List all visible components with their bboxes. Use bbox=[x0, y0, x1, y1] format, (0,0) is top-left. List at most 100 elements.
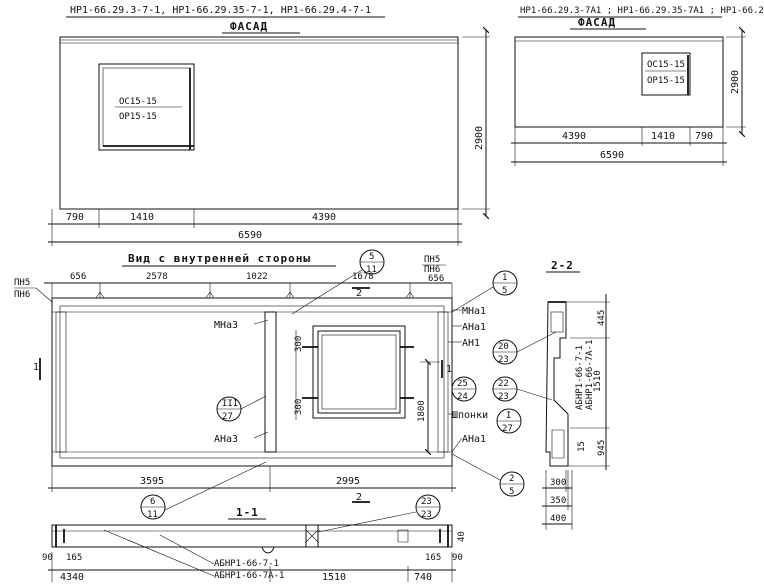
facade-right-window bbox=[641, 52, 691, 96]
inner-shponki: Шпонки bbox=[452, 410, 488, 421]
svg-text:5: 5 bbox=[502, 286, 507, 296]
section-2-2-d945: 945 bbox=[597, 440, 607, 456]
section-1-1-d90-right: 90 bbox=[452, 553, 463, 563]
facade-right-oc: ОС15-15 bbox=[647, 60, 685, 70]
section-1-1-label1: АБНР1-66-7-1 bbox=[214, 559, 279, 569]
callout-I-27: I 27 bbox=[496, 408, 522, 434]
facade-right-d4390: 4390 bbox=[562, 131, 586, 142]
section-1-1-d4340: 4340 bbox=[60, 572, 84, 583]
facade-left-d1410: 1410 bbox=[130, 212, 154, 223]
svg-text:27: 27 bbox=[222, 412, 233, 422]
facade-right-panel bbox=[514, 36, 724, 128]
inner-v1800: 1800 bbox=[417, 400, 427, 422]
section-1-1-d165-left: 165 bbox=[66, 553, 82, 563]
callout-1-5: 1 5 bbox=[451, 270, 518, 313]
section-2-2-profile bbox=[545, 301, 569, 467]
callouts: 5 11 1 5 25 24 I 27 III 27 bbox=[140, 249, 557, 533]
callout-20-23: 20 23 bbox=[492, 331, 557, 365]
inner-ana1b: АНа1 bbox=[462, 434, 486, 445]
inner-v300b: 300 bbox=[294, 399, 304, 415]
section-1-1-label2: АБНР1-66-7А-1 bbox=[214, 571, 284, 581]
facade-right-total: 6590 bbox=[600, 150, 624, 161]
section-2-2-d445: 445 bbox=[597, 310, 607, 326]
callout-25-24: 25 24 bbox=[451, 376, 477, 402]
inner-top-d1678: 1678 bbox=[352, 272, 374, 282]
svg-text:1: 1 bbox=[502, 273, 507, 283]
section-2-2-w350: 350 bbox=[550, 496, 566, 506]
facade-left-panel bbox=[59, 36, 459, 210]
section-2-2-d1510: 1510 bbox=[593, 370, 603, 392]
inner-pn6-right: ПН6 bbox=[424, 265, 440, 275]
callout-5-11: 5 11 bbox=[291, 249, 385, 315]
svg-text:27: 27 bbox=[502, 424, 513, 434]
svg-text:22: 22 bbox=[498, 379, 509, 389]
facade-right-d1410: 1410 bbox=[651, 131, 675, 142]
facade-right-op: ОР15-15 bbox=[647, 76, 685, 86]
header-right-marks: НР1-66.29.3-7А1 ; НР1-66.29.35-7А1 ; НР1… bbox=[518, 6, 764, 18]
facade-right-d790: 790 bbox=[695, 131, 713, 142]
section-1-1-d1510: 1510 bbox=[322, 572, 346, 583]
svg-text:23: 23 bbox=[421, 497, 432, 507]
section-2-2: 2-2 АБНР1-66-7-1 АБНР1-66-7А-1 1510 445 … bbox=[542, 259, 610, 530]
facade-right-height: 2900 bbox=[730, 70, 741, 94]
inner-mna3: МНа3 bbox=[214, 320, 238, 331]
inner-top-d656a: 656 bbox=[70, 272, 86, 282]
section-1-1-d40: 40 bbox=[457, 531, 467, 542]
facade-left-d790: 790 bbox=[66, 212, 84, 223]
left-marks-text: НР1-66.29.3-7-1, НР1-66.29.35-7-1, НР1-6… bbox=[70, 5, 371, 16]
facade-left-op: ОР15-15 bbox=[119, 112, 157, 122]
svg-text:24: 24 bbox=[457, 392, 468, 402]
svg-text:6: 6 bbox=[150, 497, 155, 507]
facade-right: ФАСАД ОС15-15 ОР15-15 2900 4390 1410 790… bbox=[511, 16, 746, 166]
inner-top-d1022: 1022 bbox=[246, 272, 268, 282]
inner-mark-1-left: 1 bbox=[33, 362, 39, 373]
svg-text:23: 23 bbox=[421, 510, 432, 520]
inner-v300a: 300 bbox=[294, 336, 304, 352]
section-2-2-label1: АБНР1-66-7-1 bbox=[575, 345, 585, 410]
section-2-2-label2: АБНР1-66-7А-1 bbox=[585, 340, 595, 410]
inner-pn5-right: ПН5 bbox=[424, 255, 440, 265]
svg-text:5: 5 bbox=[509, 487, 514, 497]
inner-pn5-left: ПН5 bbox=[14, 278, 30, 288]
section-1-1: 1-1 90 165 165 90 40 4340 1510 740 АБНР1… bbox=[42, 506, 467, 583]
inner-middle-rib bbox=[264, 311, 277, 453]
section-1-1-d740: 740 bbox=[414, 572, 432, 583]
inner-mark-2-bottom: 2 bbox=[356, 492, 362, 503]
section-2-2-d15: 15 bbox=[577, 441, 587, 452]
inner-ana1a: АНа1 bbox=[462, 322, 486, 333]
facade-left-window bbox=[98, 63, 195, 151]
section-2-2-w300: 300 bbox=[550, 478, 566, 488]
svg-text:25: 25 bbox=[457, 379, 468, 389]
callout-22-23: 22 23 bbox=[492, 376, 553, 402]
inner-ana3: АНа3 bbox=[214, 434, 238, 445]
inner-pn6-left: ПН6 bbox=[14, 290, 30, 300]
inner-mna1: МНа1 bbox=[462, 306, 486, 317]
section-1-1-title: 1-1 bbox=[236, 506, 259, 519]
inner-top-d2578: 2578 bbox=[146, 272, 168, 282]
inner-an1: АН1 bbox=[462, 338, 480, 349]
callout-III-27: III 27 bbox=[216, 395, 267, 422]
section-1-1-d90-left: 90 bbox=[42, 553, 53, 563]
callout-2-5: 2 5 bbox=[451, 453, 525, 497]
section-2-2-w400: 400 bbox=[550, 514, 566, 524]
svg-text:20: 20 bbox=[498, 342, 509, 352]
facade-left-height: 2900 bbox=[474, 126, 485, 150]
facade-left: ФАСАД ОС15-15 ОР15-15 2900 790 1410 4390… bbox=[48, 20, 490, 246]
header-left-marks: НР1-66.29.3-7-1, НР1-66.29.35-7-1, НР1-6… bbox=[66, 5, 385, 18]
svg-text:23: 23 bbox=[498, 355, 509, 365]
inner-view: Вид с внутренней стороны 656 2578 1022 1… bbox=[14, 252, 488, 503]
svg-text:23: 23 bbox=[498, 392, 509, 402]
inner-top-d656b: 656 bbox=[428, 274, 444, 284]
svg-text:5: 5 bbox=[369, 252, 374, 262]
inner-mark-2-top: 2 bbox=[356, 288, 362, 299]
facade-left-oc: ОС15-15 bbox=[119, 97, 157, 107]
inner-mark-1-right: 1 bbox=[446, 364, 452, 375]
inner-bottom-d3595: 3595 bbox=[140, 476, 164, 487]
svg-text:11: 11 bbox=[366, 265, 377, 275]
svg-text:III: III bbox=[222, 399, 238, 409]
right-marks-text: НР1-66.29.3-7А1 ; НР1-66.29.35-7А1 ; НР1… bbox=[520, 6, 764, 16]
inner-panel bbox=[51, 297, 453, 467]
section-2-2-title: 2-2 bbox=[551, 259, 574, 272]
facade-title-right: ФАСАД bbox=[578, 16, 616, 29]
